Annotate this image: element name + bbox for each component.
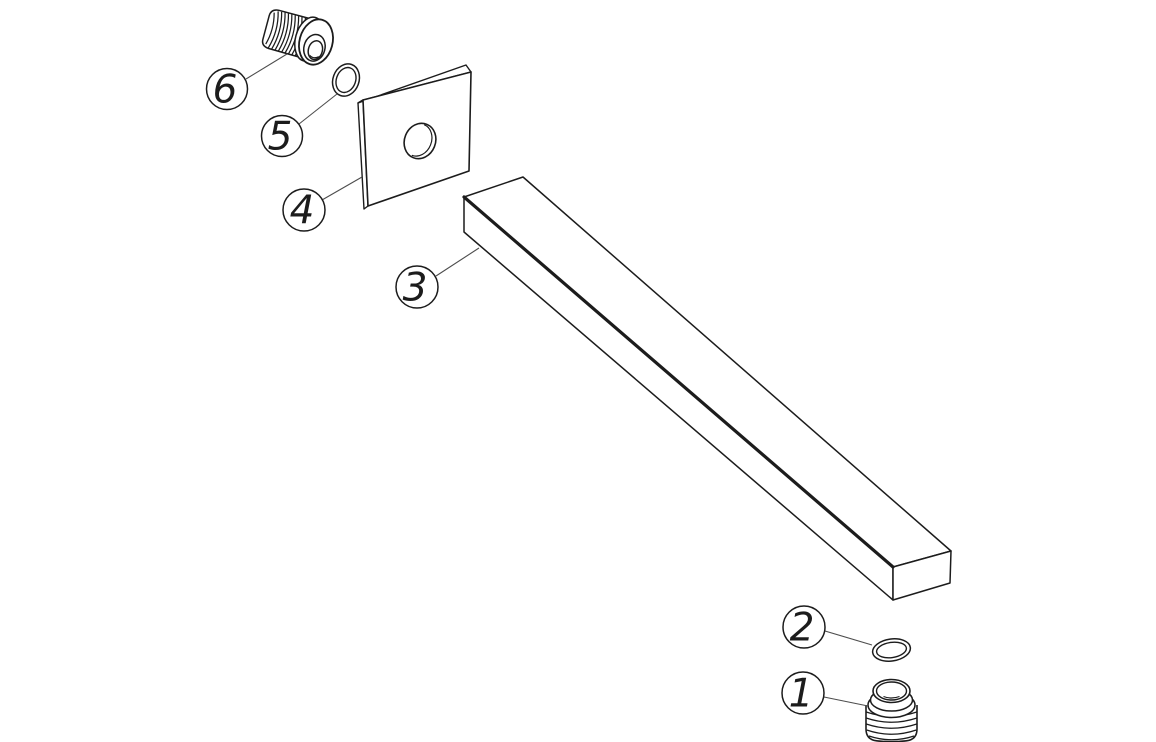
callout-number-5: 5	[268, 115, 293, 160]
leader-line-1	[823, 696, 869, 707]
callout-3: 3	[395, 247, 480, 311]
part-5-o-ring	[331, 63, 361, 97]
callout-2: 2	[782, 605, 873, 651]
o-ring5-outer	[331, 63, 361, 97]
arm-top-face	[463, 176, 952, 568]
part-1-threaded-fitting	[865, 678, 918, 742]
thread-line	[277, 13, 290, 52]
part-4-wall-plate	[357, 64, 472, 210]
callout-1: 1	[781, 671, 869, 717]
callout-4: 4	[282, 176, 363, 234]
callout-number-6: 6	[213, 68, 238, 113]
thread-line	[267, 11, 279, 49]
leader-line-4	[321, 176, 363, 201]
callout-circle-2	[782, 605, 826, 649]
fitting6-bore-arc	[309, 54, 320, 59]
fitting6-opening	[307, 40, 324, 61]
leader-line-3	[435, 247, 480, 277]
callout-circle-6	[205, 67, 249, 111]
fitting1-thread-lines	[865, 711, 918, 741]
thread-line	[281, 14, 293, 53]
callout-number-2: 2	[790, 606, 815, 651]
part-6-threaded-fitting	[261, 9, 334, 66]
o-ring2-inner	[875, 641, 908, 659]
fitting1-inner-ring	[875, 681, 908, 701]
callout-circle-3	[395, 265, 439, 309]
callout-number-4: 4	[290, 189, 315, 234]
callout-circle-5	[260, 114, 304, 158]
callout-circle-1	[781, 671, 825, 715]
fitting1-top-rim	[872, 678, 911, 704]
part-3-shower-arm	[462, 176, 952, 601]
o-ring5-inner	[335, 66, 357, 94]
thread-line	[866, 729, 917, 735]
thread-line	[868, 735, 915, 741]
arm-front-top-edge	[462, 195, 895, 569]
arm-front-face	[463, 196, 894, 601]
callout-5: 5	[260, 93, 338, 160]
thread-line	[865, 723, 918, 729]
leader-line-2	[824, 630, 873, 646]
callout-number-3: 3	[403, 266, 428, 311]
callouts: 6 5 4 3 2 1	[205, 53, 873, 717]
leader-line-5	[298, 93, 338, 125]
thread-line	[265, 12, 275, 45]
arm-end-face	[892, 550, 952, 601]
thread-line	[274, 12, 286, 51]
callout-circle-4	[282, 188, 326, 232]
callout-number-1: 1	[789, 672, 814, 717]
fitting1-bore-arc	[883, 695, 900, 699]
leader-line-6	[245, 53, 288, 80]
thread-line	[284, 15, 296, 54]
part-2-o-ring	[871, 638, 912, 662]
plate-hole-depth-arc	[411, 124, 433, 157]
thread-line	[865, 717, 918, 723]
thread-line	[271, 11, 283, 50]
callout-6: 6	[205, 53, 288, 113]
